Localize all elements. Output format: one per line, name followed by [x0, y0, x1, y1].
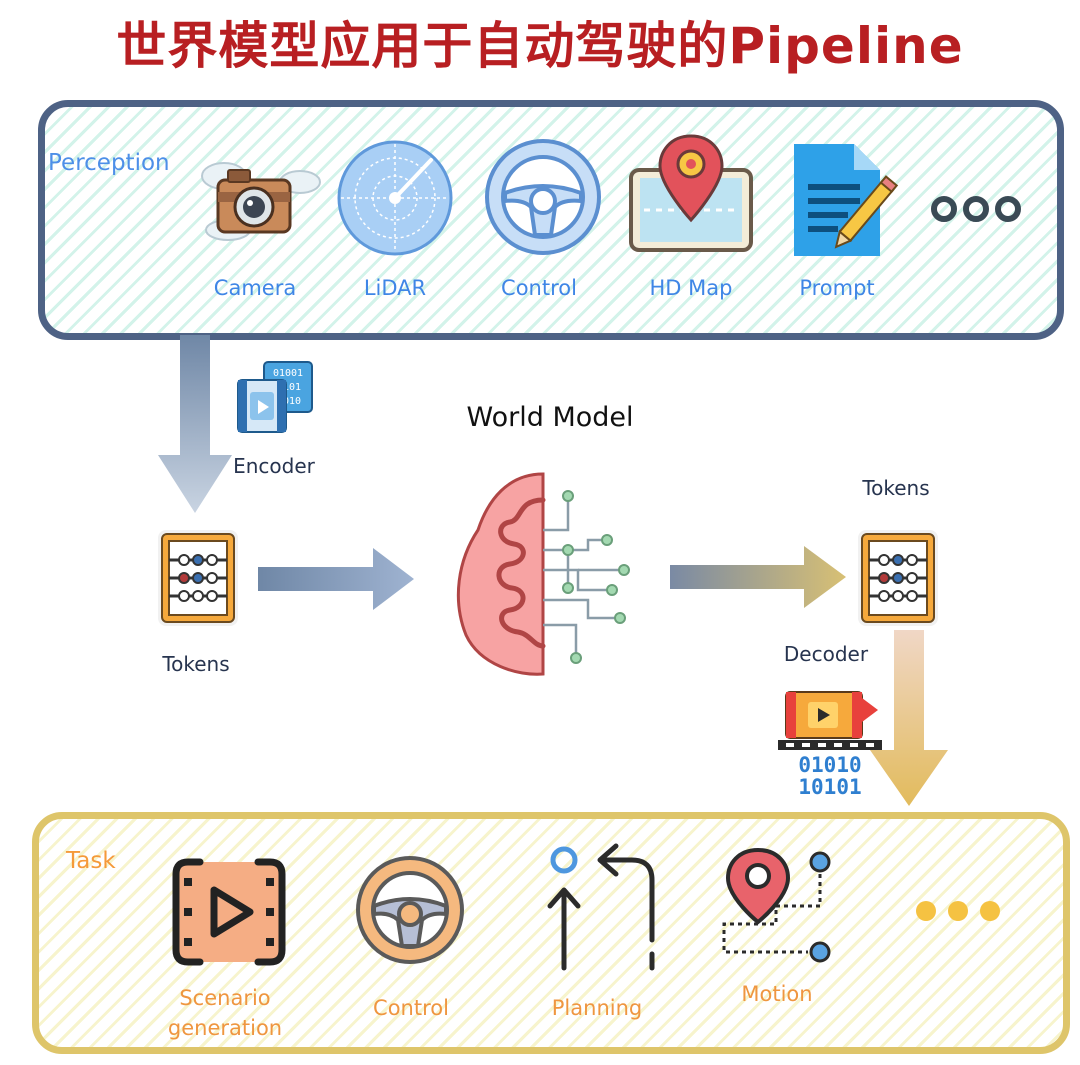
camera-label: Camera: [213, 276, 297, 300]
tokens-out-label: Tokens: [862, 476, 930, 500]
decoder-video-icon: [778, 691, 882, 750]
scenario-generation-label: Scenario generation: [167, 986, 283, 1040]
task-control-label: Control: [373, 996, 449, 1020]
tokens-to-model-arrow: [258, 548, 414, 610]
map-pin-icon: [629, 134, 753, 252]
hd-map-label: HD Map: [649, 276, 733, 300]
decoder-label: Decoder: [783, 642, 869, 666]
binary-row-2: 10101: [798, 775, 862, 799]
encoder-video-icon: 01001 101 010: [237, 361, 313, 433]
document-pencil-icon: [794, 144, 899, 256]
tokens-in-label: Tokens: [162, 652, 230, 676]
encoder-flow-arrow: [158, 335, 232, 513]
binary-readout: 01010 10101: [784, 754, 876, 798]
tokens-in-abacus-icon: [158, 530, 238, 626]
encoder-badge-row-2: 101: [283, 382, 301, 393]
steering-wheel-icon: [485, 139, 601, 255]
prompt-label: Prompt: [799, 276, 875, 300]
perception-label: Perception: [48, 150, 170, 176]
page-title: 世界模型应用于自动驾驶的Pipeline: [116, 17, 964, 75]
decoder-flow-arrow: [870, 630, 948, 806]
radar-icon: [337, 140, 453, 256]
motion-path-icon: [722, 847, 831, 963]
route-arrows-icon: [547, 843, 655, 971]
encoder-badge-row-1: 01001: [273, 368, 303, 379]
video-frame-icon: [172, 858, 286, 966]
ellipsis-icon: [931, 196, 1021, 222]
camera-icon: [201, 162, 321, 241]
model-to-tokens-arrow: [670, 546, 846, 608]
perception-control-label: Control: [501, 276, 577, 300]
steering-wheel-icon: [356, 856, 464, 964]
task-label: Task: [66, 848, 116, 874]
encoder-badge-row-3: 010: [283, 396, 301, 407]
brain-circuit-icon: [456, 472, 630, 676]
planning-label: Planning: [551, 996, 643, 1020]
ellipsis-icon: [916, 901, 1000, 921]
motion-label: Motion: [741, 982, 813, 1006]
binary-row-1: 01010: [798, 753, 862, 777]
encoder-label: Encoder: [233, 454, 315, 478]
tokens-out-abacus-icon: [858, 530, 938, 626]
world-model-label: World Model: [466, 402, 634, 433]
lidar-label: LiDAR: [363, 276, 427, 300]
